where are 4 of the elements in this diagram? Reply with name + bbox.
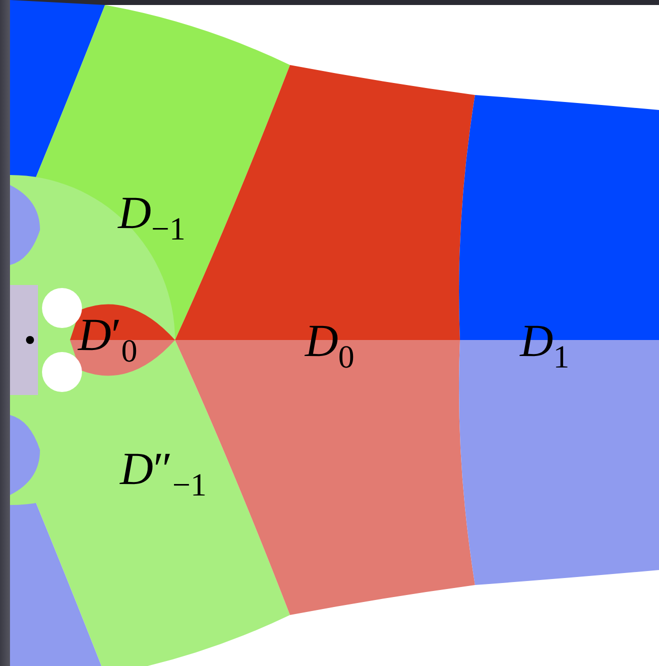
- region-label: D″$_{−1}$: [120, 446, 207, 500]
- region-label: D$_{−1}$: [118, 190, 186, 244]
- region-label: D$_{0}$: [305, 318, 354, 372]
- region-label: D′$_{0}$: [78, 312, 138, 366]
